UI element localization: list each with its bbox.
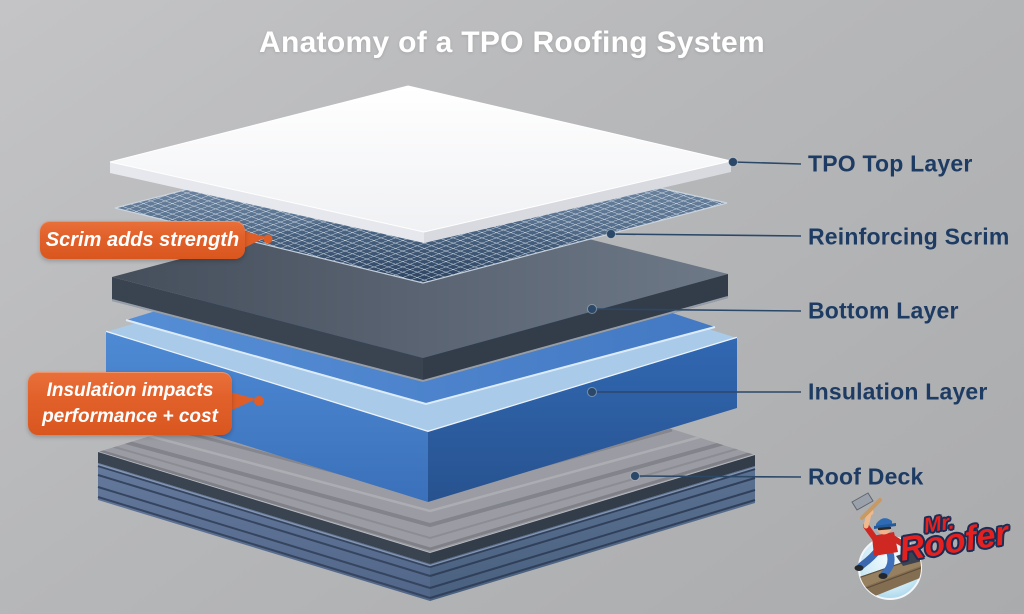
mr-roofer-logo-icon <box>851 492 922 600</box>
callout-scrim: Scrim adds strength <box>40 221 245 259</box>
label-insulation-layer: Insulation Layer <box>808 378 988 405</box>
label-bottom-layer: Bottom Layer <box>808 297 959 324</box>
callout-insulation-line1: Insulation impacts <box>46 379 214 401</box>
label-tpo-top-layer: TPO Top Layer <box>808 150 973 177</box>
label-reinforcing-scrim: Reinforcing Scrim <box>808 223 1010 250</box>
callout-insulation-line2: performance + cost <box>42 405 218 427</box>
callout-insulation: Insulation impacts performance + cost <box>28 372 232 435</box>
callout-scrim-text: Scrim adds strength <box>45 228 240 251</box>
tpo-top-layer-shape <box>109 85 732 243</box>
label-roof-deck: Roof Deck <box>808 463 924 490</box>
page-title: Anatomy of a TPO Roofing System <box>258 26 765 59</box>
leader-lines <box>587 157 802 481</box>
callout-pointers <box>230 231 273 411</box>
